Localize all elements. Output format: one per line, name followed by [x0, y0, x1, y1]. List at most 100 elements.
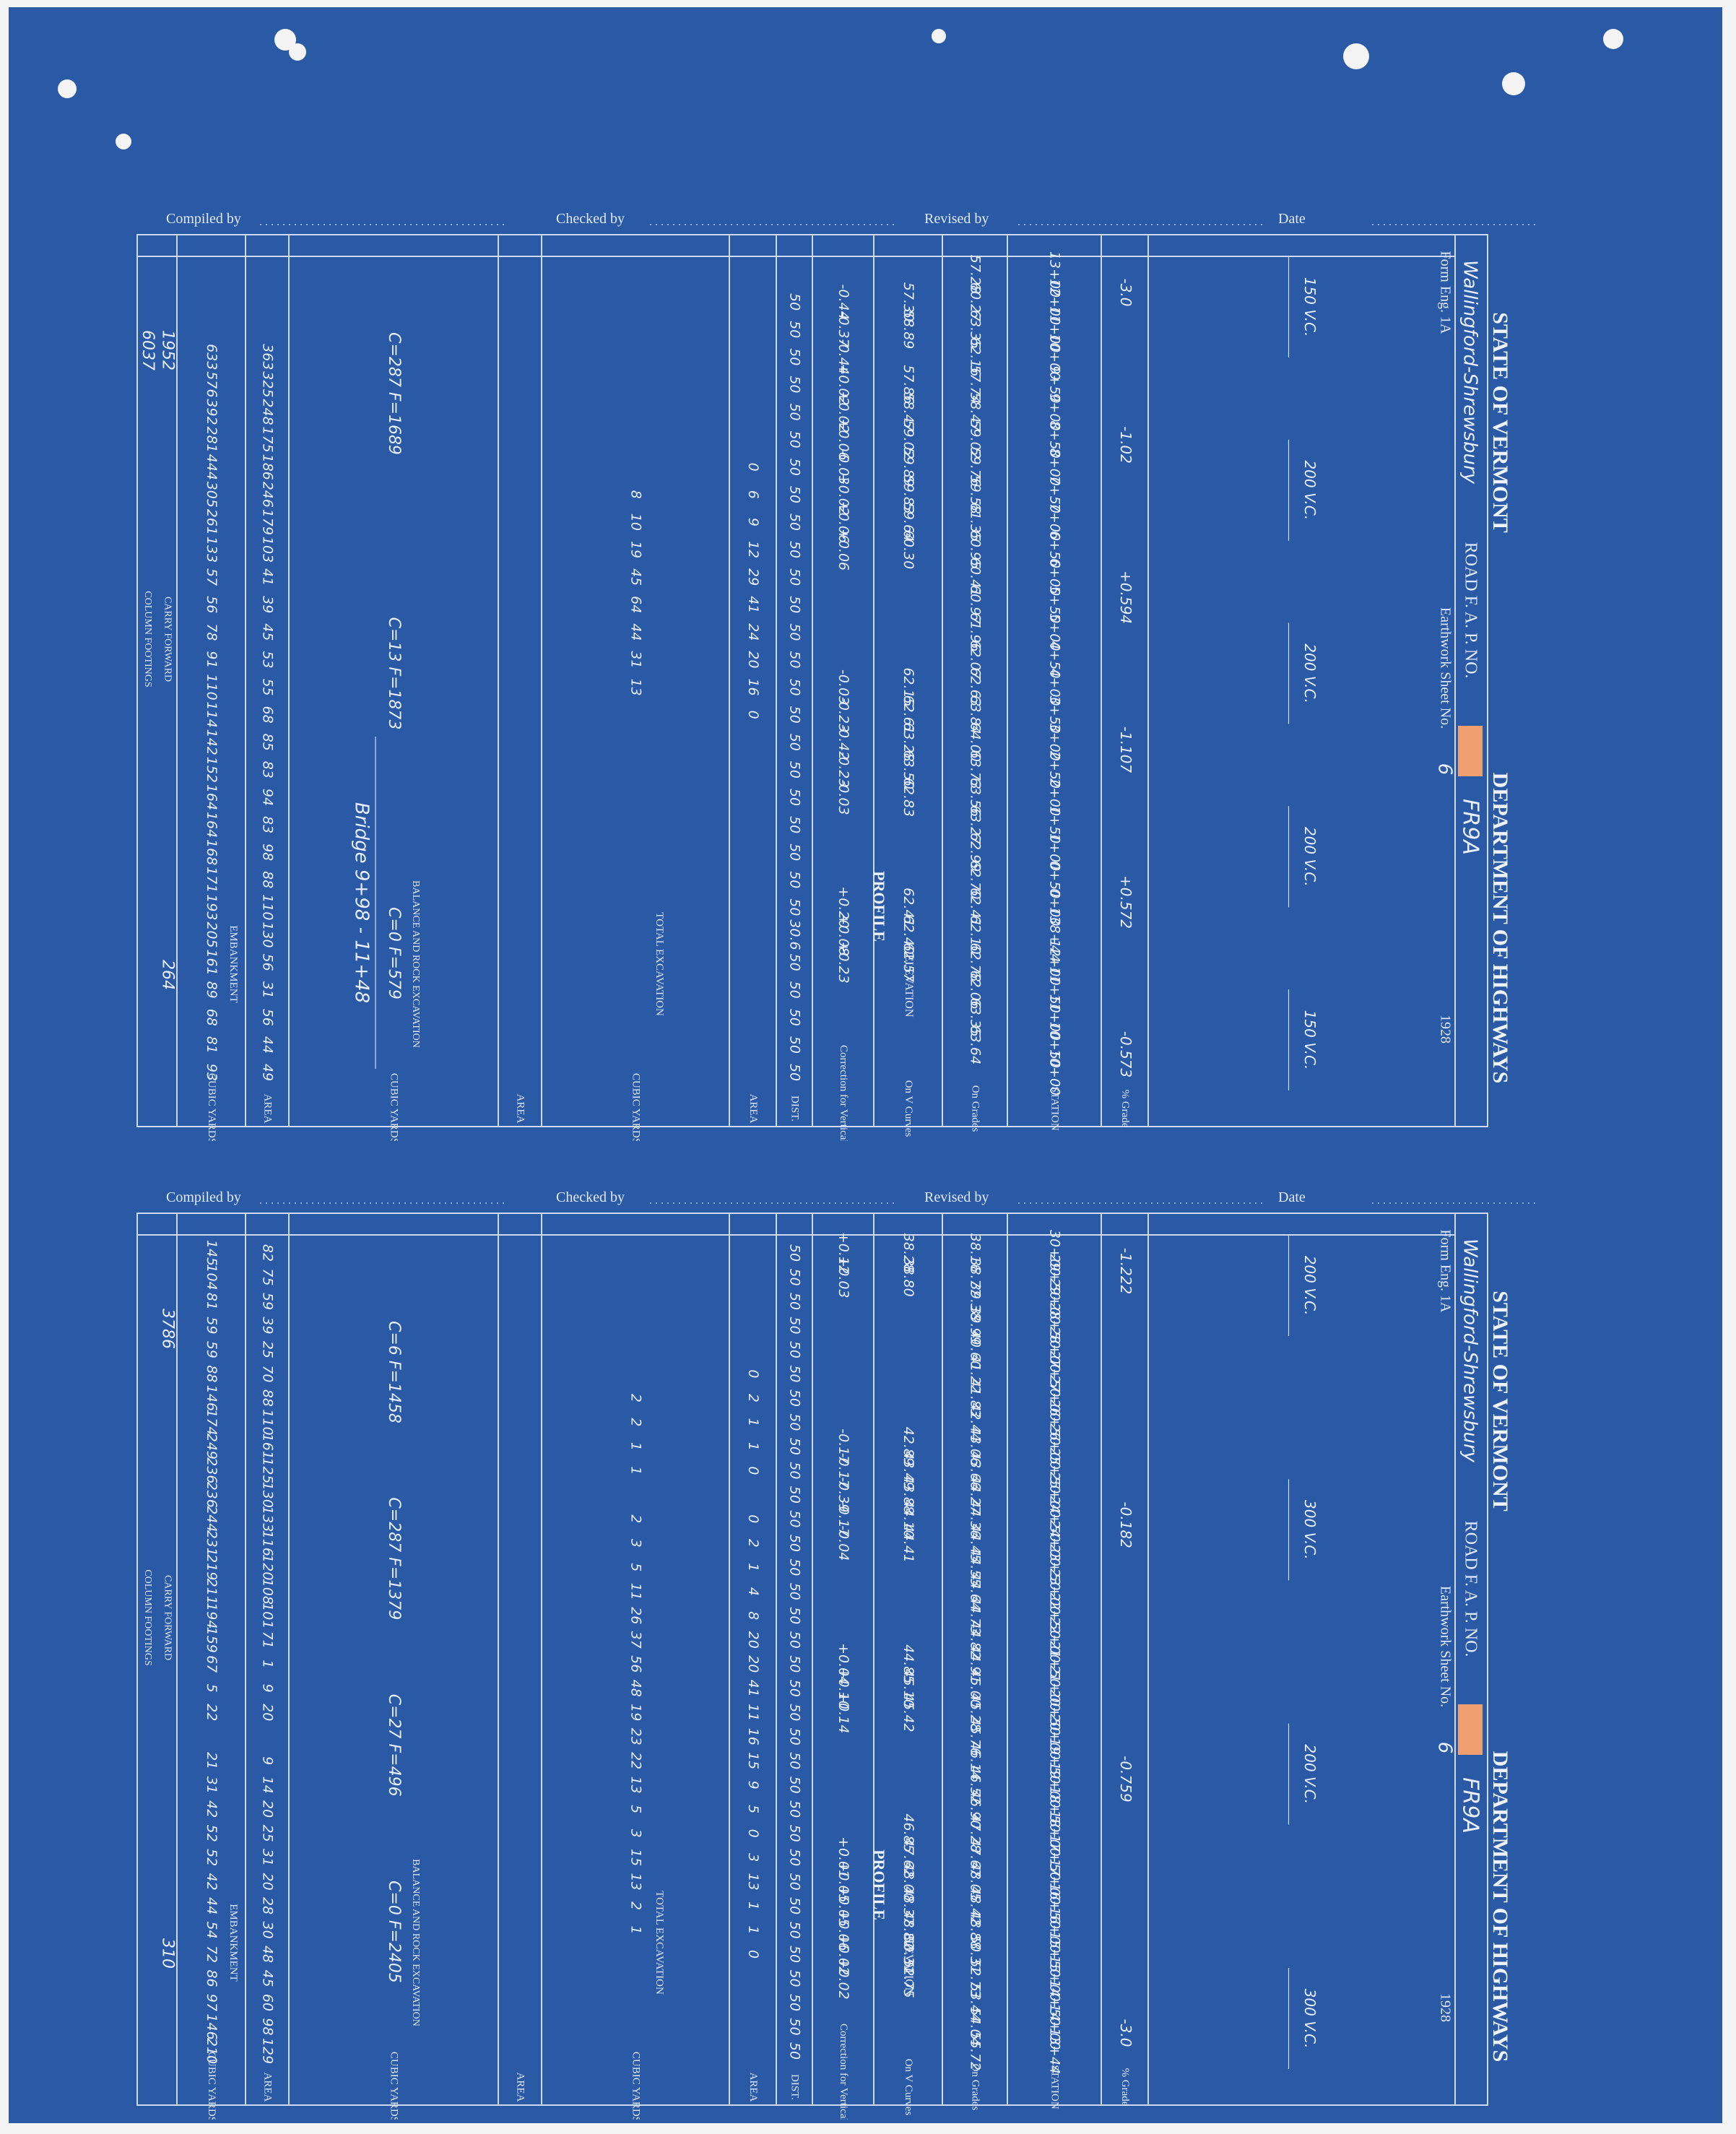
- state-title: STATE OF VERMONT: [1488, 312, 1512, 533]
- form-year: 1928: [1437, 1993, 1453, 2022]
- elevation-on-grade-cell: 39.99: [968, 1306, 984, 1345]
- dist-cell: 50: [787, 1293, 803, 1310]
- dist-cell: 50: [787, 321, 803, 338]
- embankment-total: 1952: [159, 330, 177, 370]
- excavation-cubic-cell: 2: [628, 1394, 644, 1402]
- embankment-area-cell: 161: [260, 1433, 276, 1459]
- station-cell: 26+00: [1047, 1423, 1063, 1470]
- embankment-cubic-cell: 146: [204, 1385, 220, 1411]
- embankment-area-cell: 45: [260, 623, 276, 641]
- station-cell: 24+00: [1047, 1520, 1063, 1566]
- vertical-curve-label: 200 V.C.: [1301, 1744, 1319, 1804]
- road-fap-label: ROAD F. A. P. NO.: [1461, 542, 1480, 679]
- station-cell: 0+00: [1047, 888, 1063, 926]
- elevation-on-vcurve-cell: 58.89: [900, 310, 916, 349]
- elevation-on-vcurve-cell: 62.40: [900, 915, 916, 954]
- station-cell: 3+00: [1047, 724, 1063, 761]
- correction-cell: +0.02: [836, 391, 851, 433]
- correction-cell: -0.23: [836, 752, 851, 787]
- dist-cell: 50: [787, 953, 803, 971]
- bridge-note: Bridge 9+98 - 11+48: [351, 802, 373, 1003]
- excavation-cubic-cell: 2: [628, 1514, 644, 1523]
- embankment-area-cell: 179: [260, 509, 276, 535]
- excavation-area-cell: 11: [745, 1704, 761, 1721]
- correction-cell: +0.06: [836, 501, 851, 543]
- embankment-cubic-cell: 142: [204, 729, 220, 755]
- correction-cell: +0.06: [836, 529, 851, 571]
- elevation-on-grade-cell: 46.90: [968, 1790, 984, 1829]
- excavation-area-cell: 41: [745, 596, 761, 613]
- dist-column-header: DIST.: [789, 2074, 801, 2100]
- elevation-on-grade-cell: 64.00: [968, 723, 984, 762]
- embankment-cubic-cell: 305: [204, 482, 220, 508]
- column-footings-label: COLUMN FOOTINGS: [142, 591, 153, 687]
- elevation-on-vcurve-cell: 48.37: [900, 1886, 916, 1925]
- elevation-on-grade-cell: 43.66: [968, 1451, 984, 1490]
- station-cell: 18+00: [1047, 1810, 1063, 1856]
- correction-cell: +0.02: [836, 1957, 851, 1999]
- dist-cell: 50: [787, 1438, 803, 1455]
- excavation-area-cell: 41: [745, 1680, 761, 1697]
- elevation-on-grade-cell: 44.45: [968, 1524, 984, 1563]
- dist-cell: 50: [787, 1994, 803, 2011]
- profile-header: PROFILE: [870, 1849, 888, 1920]
- excavation-cubic-cell: 10: [628, 513, 644, 531]
- elevation-on-vcurve-cell: 44.41: [900, 1524, 916, 1563]
- elevation-on-grade-cell: 40.60: [968, 1330, 984, 1369]
- correction-cell: -0.17: [836, 1501, 851, 1537]
- elevation-on-grade-cell: 63.84: [968, 695, 984, 734]
- grade-value: -3.0: [1117, 278, 1134, 306]
- elevation-on-grade-cell: 38.16: [968, 1233, 984, 1272]
- station-column-header: STATION: [1049, 1086, 1061, 1130]
- elevation-on-vcurve-cell: 59.02: [900, 420, 916, 459]
- vertical-curve-label: 200 V.C.: [1301, 827, 1319, 887]
- excavation-area-cell: 3: [745, 1853, 761, 1862]
- correction-cell: +0.12: [836, 1232, 851, 1274]
- embankment-area-cell: 246: [260, 482, 276, 508]
- embankment-cubic-cell: 93: [204, 1064, 220, 1081]
- station-cell: 19+00: [1047, 1762, 1063, 1808]
- station-cell: 10+50: [1047, 1022, 1063, 1068]
- embankment-area-cell: 59: [260, 1293, 276, 1310]
- elevation-on-grade-cell: 59.02: [968, 420, 984, 459]
- elevation-on-grade-cell: 46.14: [968, 1741, 984, 1780]
- station-cell: 28+50: [1047, 1302, 1063, 1348]
- vertical-curve-label: 300 V.C.: [1301, 1500, 1319, 1560]
- dist-cell: 50: [787, 1777, 803, 1794]
- column-footings-label: COLUMN FOOTINGS: [142, 1569, 153, 1665]
- correction-cell: +0.14: [836, 1691, 851, 1733]
- excavation-area-cell: 2: [745, 1394, 761, 1402]
- excavation-area-cell: 1: [745, 1901, 761, 1910]
- embankment-cubic-cell: 88: [204, 1365, 220, 1382]
- embankment-area-cell: 130: [260, 1482, 276, 1508]
- embankment-cubic-cell: 104: [204, 1264, 220, 1290]
- station-cell: 16+00: [1047, 1907, 1063, 1953]
- elevation-on-grade-cell: 62.70: [968, 860, 984, 899]
- dist-cell: 50: [787, 486, 803, 503]
- form-year: 1928: [1437, 1015, 1453, 1044]
- embankment-cubic-cell: 97: [204, 1994, 220, 2011]
- embankment-area-cell: 175: [260, 426, 276, 452]
- elevation-on-grade-cell: 47.28: [968, 1813, 984, 1852]
- dist-cell: 50: [787, 403, 803, 420]
- embankment-area-cell: 25: [260, 1341, 276, 1358]
- station-cell: 10+00: [1047, 1049, 1063, 1096]
- embankment-cubic-cell: 236: [204, 1482, 220, 1508]
- embankment-area-cell: 82: [260, 1244, 276, 1262]
- embankment-total: 3786: [159, 1309, 177, 1349]
- station-cell: 17+50: [1047, 1834, 1063, 1881]
- dist-cell: 50: [787, 596, 803, 613]
- excavation-cubic-cell: 19: [628, 1704, 644, 1721]
- elevation-on-grade-cell: 63.35: [968, 998, 984, 1037]
- embankment-cubic-cell: 81: [204, 1036, 220, 1054]
- correction-cell: -0.44: [836, 339, 851, 375]
- embankment-cubic-cell: 78: [204, 623, 220, 641]
- correction-cell: +0.20: [836, 886, 851, 928]
- elevation-on-vcurve-cell: 43.49: [900, 1451, 916, 1490]
- dist-cell: 50: [787, 1009, 803, 1026]
- sheet-number: 6: [1434, 763, 1456, 776]
- excavation-area-cell: 4: [745, 1587, 761, 1596]
- embankment-area-cell: 110: [260, 894, 276, 920]
